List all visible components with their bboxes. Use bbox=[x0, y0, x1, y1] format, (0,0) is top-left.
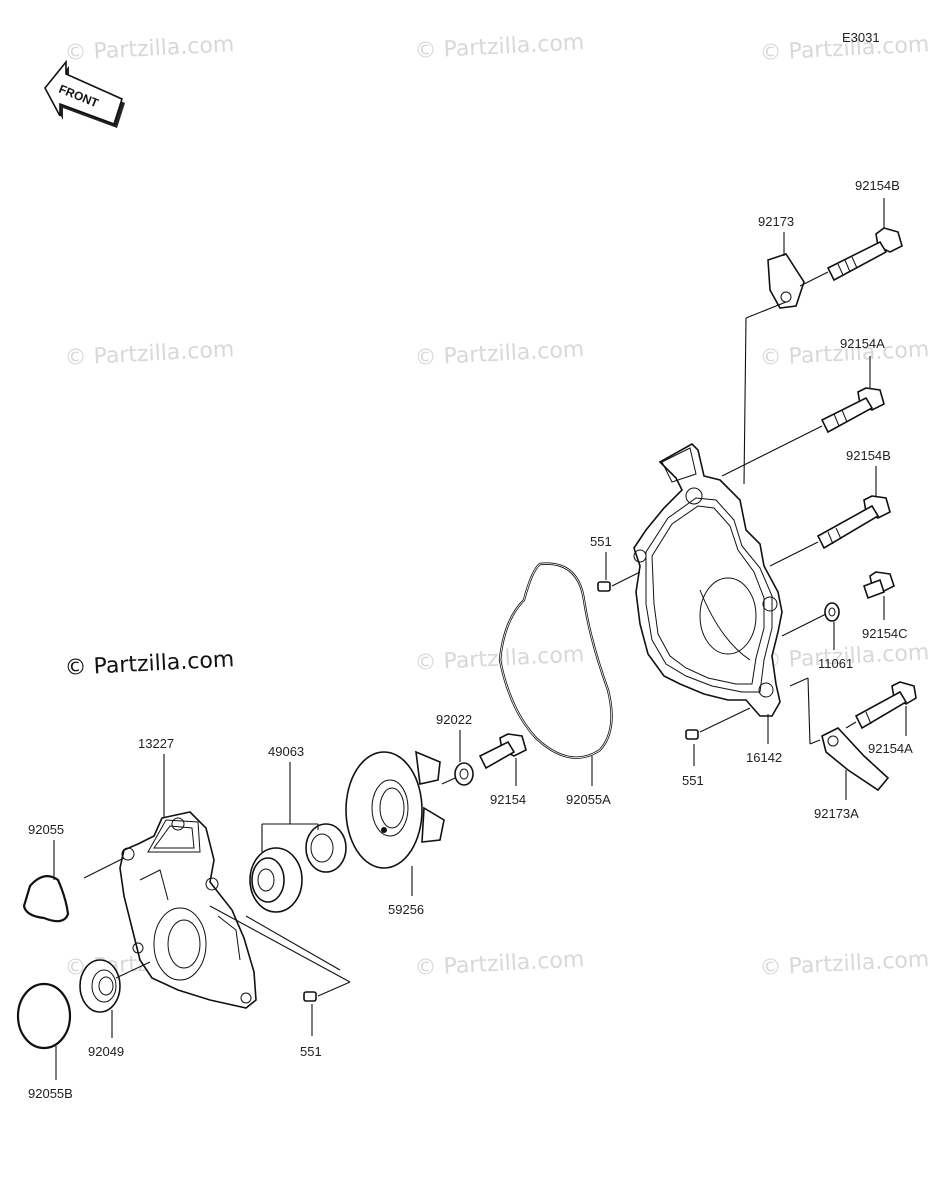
water-pump-cover-16142 bbox=[633, 443, 783, 717]
dowel-pin-551-right bbox=[685, 729, 699, 740]
watermark: © Partzilla.com bbox=[64, 337, 235, 371]
bolt-92154c bbox=[862, 571, 895, 600]
callout-13227: 13227 bbox=[138, 736, 174, 751]
callout-551-top: 551 bbox=[590, 534, 612, 549]
impeller-59256 bbox=[345, 750, 445, 869]
pump-housing-13227 bbox=[119, 811, 257, 1009]
bolt-92154 bbox=[478, 733, 527, 770]
dowel-pin-551-top bbox=[597, 581, 611, 592]
callout-92154b-top: 92154B bbox=[855, 178, 900, 193]
o-ring-92055 bbox=[22, 875, 70, 923]
callout-92173: 92173 bbox=[758, 214, 794, 229]
callout-92022: 92022 bbox=[436, 712, 472, 727]
leader-lines bbox=[53, 198, 907, 1080]
callout-551-right: 551 bbox=[682, 773, 704, 788]
callout-92154a-bottom: 92154A bbox=[868, 741, 913, 756]
bolt-92154b-mid bbox=[816, 495, 891, 550]
dowel-pin-551-bottom bbox=[303, 991, 317, 1002]
callout-92173a: 92173A bbox=[814, 806, 859, 821]
callout-92154: 92154 bbox=[490, 792, 526, 807]
callout-labels: 92154B 92173 92154A 92154B 551 92154C 11… bbox=[28, 178, 913, 1101]
callout-59256: 59256 bbox=[388, 902, 424, 917]
callout-16142: 16142 bbox=[746, 750, 782, 765]
callout-92055a: 92055A bbox=[566, 792, 611, 807]
callout-49063: 49063 bbox=[268, 744, 304, 759]
o-ring-92055b bbox=[16, 982, 72, 1050]
watermark: © Partzilla.com bbox=[414, 30, 585, 64]
callout-92055b: 92055B bbox=[28, 1086, 73, 1101]
callout-92154b-mid: 92154B bbox=[846, 448, 891, 463]
watermark-dark: © Partzilla.com bbox=[64, 647, 235, 681]
callout-92049: 92049 bbox=[88, 1044, 124, 1059]
seal-ring-49063 bbox=[305, 823, 347, 873]
clamp-92173 bbox=[767, 253, 805, 309]
diagram-code: E3031 bbox=[842, 30, 880, 45]
callout-92154a-top: 92154A bbox=[840, 336, 885, 351]
watermark: © Partzilla.com bbox=[414, 337, 585, 371]
callout-11061: 11061 bbox=[818, 656, 853, 671]
washer-11061 bbox=[824, 602, 840, 622]
callout-92154c: 92154C bbox=[862, 626, 908, 641]
callout-551-bottom: 551 bbox=[300, 1044, 322, 1059]
gasket-92055a bbox=[498, 562, 613, 759]
bolt-92154b-top bbox=[826, 227, 903, 282]
watermark: © Partzilla.com bbox=[64, 32, 235, 66]
clamp-92173a bbox=[821, 727, 890, 792]
oil-seal-92049 bbox=[79, 959, 121, 1013]
front-arrow-icon: FRONT bbox=[44, 59, 125, 128]
washer-92022 bbox=[454, 762, 474, 786]
bolt-92154a-top bbox=[820, 387, 885, 434]
watermark: © Partzilla.com bbox=[759, 947, 929, 981]
bolt-92154a-bottom bbox=[854, 681, 917, 730]
watermark: © Partzilla.com bbox=[414, 947, 585, 981]
mechanical-seal-49063 bbox=[249, 847, 303, 913]
callout-92055: 92055 bbox=[28, 822, 64, 837]
